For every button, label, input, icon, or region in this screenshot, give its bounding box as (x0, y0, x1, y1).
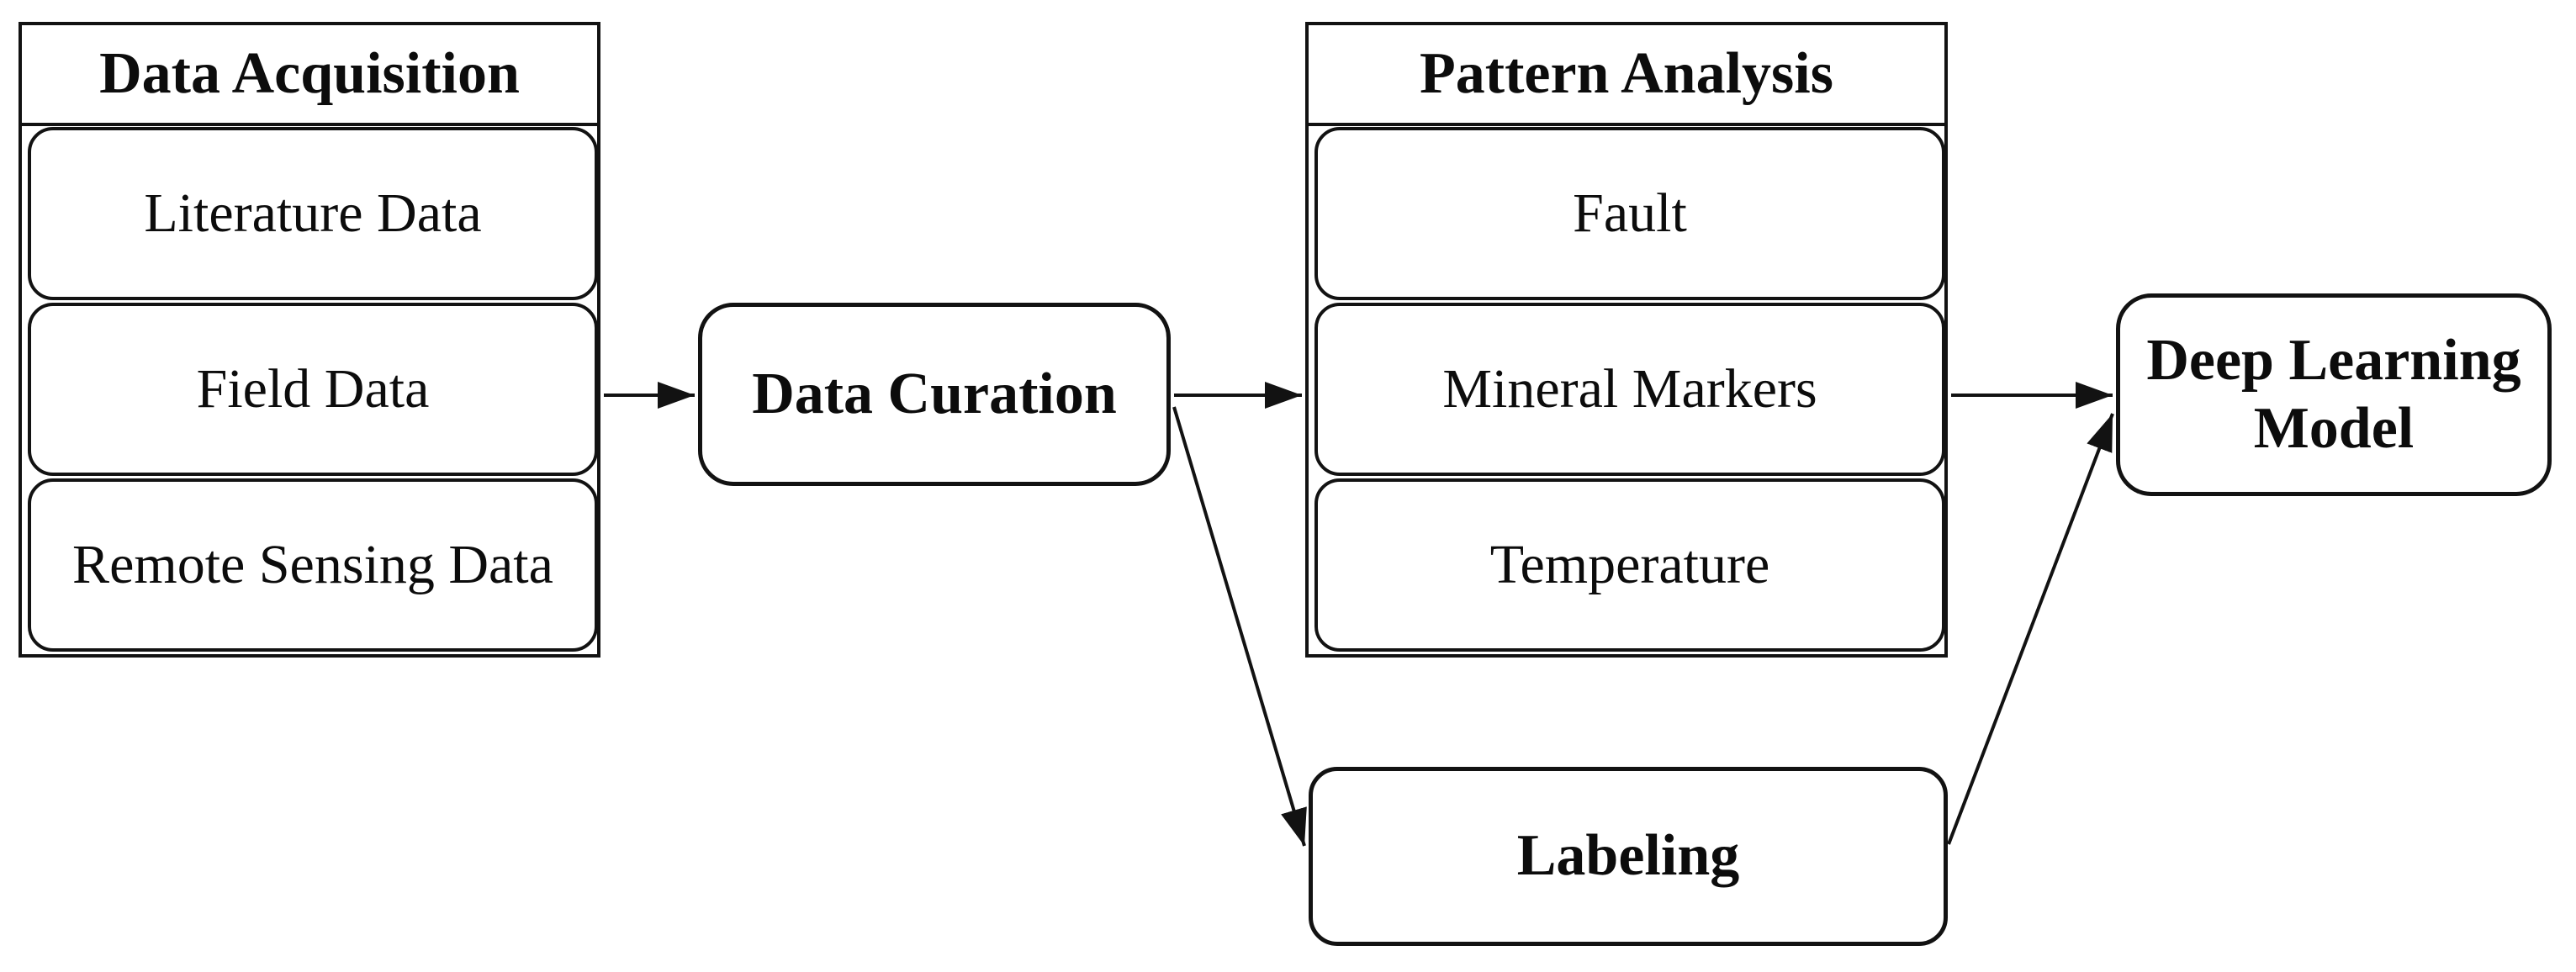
node-mineral-markers: Mineral Markers (1314, 303, 1945, 476)
node-field-data: Field Data (28, 303, 598, 476)
group-title-pattern-analysis: Pattern Analysis (1309, 25, 1944, 126)
node-deep-learning-model: Deep Learning Model (2116, 293, 2552, 496)
group-data-acquisition: Data Acquisition Literature Data Field D… (19, 22, 600, 658)
group-pattern-analysis: Pattern Analysis Fault Mineral Markers T… (1305, 22, 1948, 658)
node-remote-sensing-data: Remote Sensing Data (28, 478, 598, 652)
node-data-curation: Data Curation (698, 303, 1171, 486)
node-fault: Fault (1314, 127, 1945, 300)
node-temperature: Temperature (1314, 478, 1945, 652)
node-labeling: Labeling (1309, 767, 1948, 946)
node-literature-data: Literature Data (28, 127, 598, 300)
arrow-data-curation-to-labeling (1172, 406, 1307, 847)
arrow-labeling-to-deep-learning-model (1947, 413, 2114, 845)
group-title-data-acquisition: Data Acquisition (22, 25, 597, 126)
